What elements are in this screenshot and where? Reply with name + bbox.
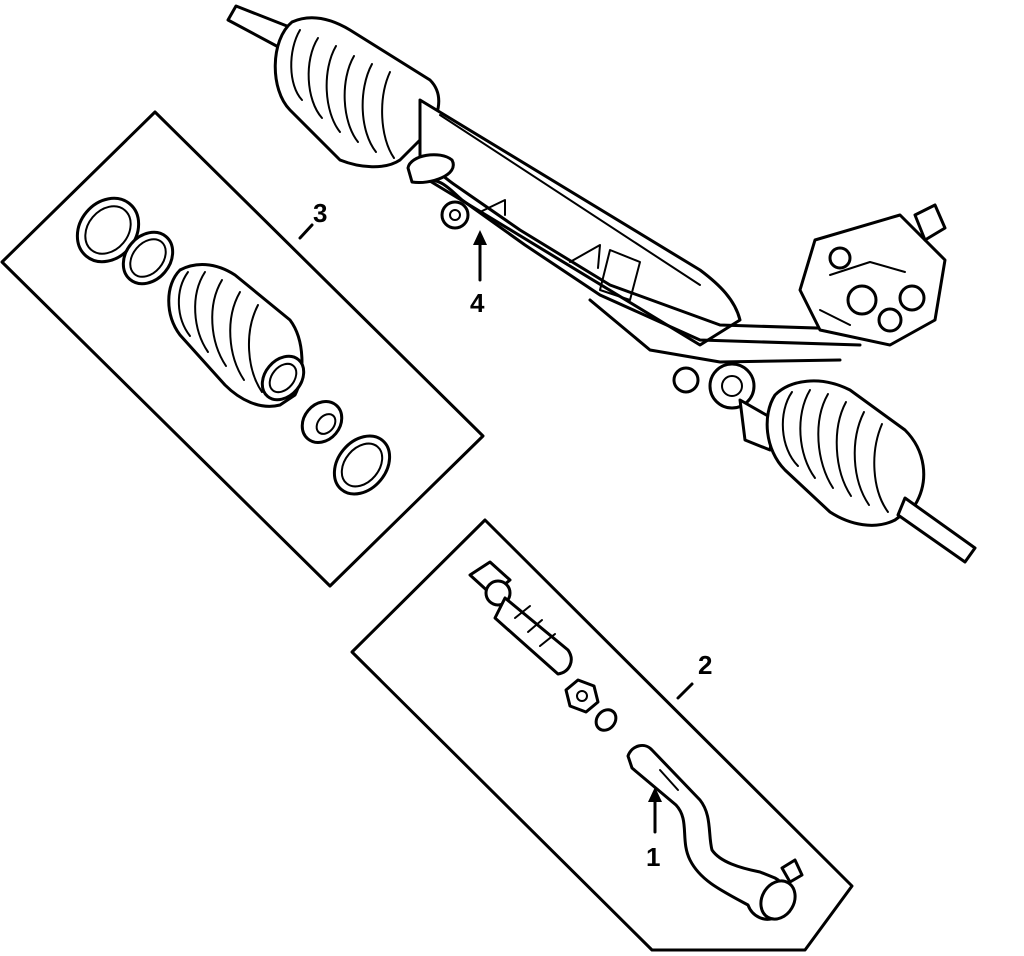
callout-4-label: 4 <box>470 288 485 318</box>
kit-bushing <box>300 400 344 444</box>
kit-bellows-boot <box>167 263 306 408</box>
callout-2-label: 2 <box>698 650 712 680</box>
rack-housing-tube <box>418 98 742 347</box>
callout-4: 4 <box>470 230 487 318</box>
callout-1-label: 1 <box>646 842 660 872</box>
right-bellows-boot <box>765 379 926 527</box>
small-nut <box>594 708 618 732</box>
callout-1: 1 <box>646 787 662 872</box>
line-fitting <box>406 153 470 230</box>
outer-tie-rod-end <box>626 743 804 921</box>
boot-kit-frame <box>0 110 485 588</box>
valve-body-housing <box>798 203 947 347</box>
kit-clamp-ring <box>332 434 392 496</box>
steering-rack-assembly <box>226 4 977 564</box>
callout-3-label: 3 <box>313 198 327 228</box>
boot-kit-box: 3 <box>0 110 485 588</box>
right-rack-shaft-end <box>896 496 977 564</box>
left-bellows-boot <box>273 16 441 169</box>
o-ring-small <box>121 230 175 286</box>
mounting-bushings <box>672 362 777 452</box>
inner-tie-rod <box>468 560 573 676</box>
tie-rod-kit-box: 2 1 <box>350 518 854 952</box>
jam-nut <box>564 678 600 714</box>
tie-rod-kit-frame <box>350 518 854 952</box>
